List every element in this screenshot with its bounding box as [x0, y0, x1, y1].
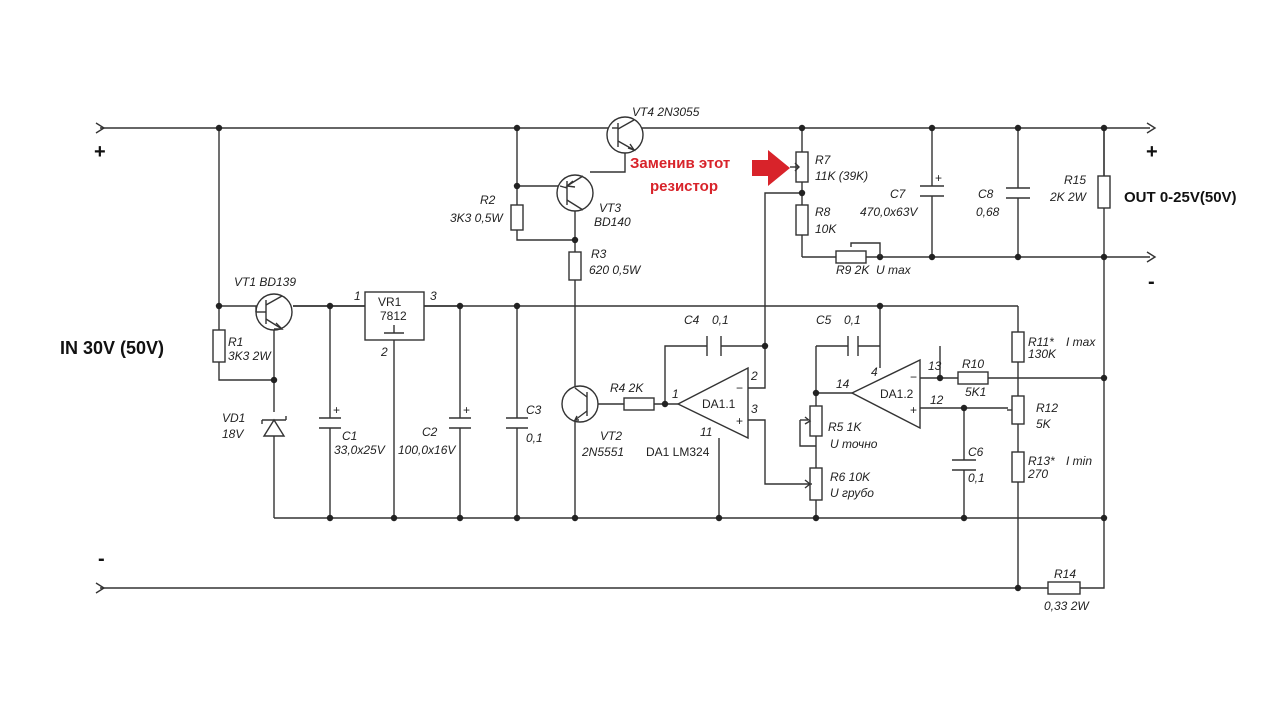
vr1-pin2: 2 — [380, 345, 388, 359]
vd1-value: 18V — [222, 427, 244, 441]
pin3-label: 3 — [751, 402, 758, 416]
r7-name: R7 — [815, 153, 832, 167]
vr1-type: 7812 — [380, 309, 407, 323]
c6-value: 0,1 — [968, 471, 985, 485]
vd1-zener — [261, 416, 287, 437]
r9-sub: U max — [876, 263, 912, 277]
vr1-pin1: 1 — [354, 289, 361, 303]
vr1-regulator — [364, 291, 425, 341]
svg-text:+: + — [333, 403, 340, 417]
r14-value: 0,33 2W — [1044, 599, 1090, 613]
c8-name: C8 — [978, 187, 994, 201]
in-plus-label: + — [94, 141, 106, 163]
da12-plus: + — [910, 403, 917, 417]
r6-label: R6 10K — [830, 470, 871, 484]
r3-value: 620 0,5W — [589, 263, 642, 277]
r7-value: 11K (39K) — [815, 169, 868, 183]
da11-minus: − — [736, 381, 743, 395]
r8-value: 10K — [815, 222, 837, 236]
pin2-label: 2 — [750, 369, 758, 383]
c2-name: C2 — [422, 425, 438, 439]
vt4-label: VT4 2N3055 — [632, 105, 700, 119]
pin13-label: 13 — [928, 359, 942, 373]
r8-name: R8 — [815, 205, 831, 219]
r3-name: R3 — [591, 247, 607, 261]
pin1-label: 1 — [672, 387, 679, 401]
in-minus-label: - — [98, 548, 105, 570]
r13-value: 270 — [1027, 467, 1048, 481]
r15-value: 2K 2W — [1049, 190, 1088, 204]
resistors — [212, 151, 1111, 595]
out-minus-label: - — [1148, 271, 1155, 293]
vr1-pin3: 3 — [430, 289, 437, 303]
c1-value: 33,0x25V — [334, 443, 386, 457]
r2-value: 3K3 0,5W — [450, 211, 504, 225]
vt2-type-label: 2N5551 — [581, 445, 624, 459]
pin14-label: 14 — [836, 377, 850, 391]
vd1-name: VD1 — [222, 411, 245, 425]
r5-sub: U точно — [830, 437, 878, 451]
c1-name: C1 — [342, 429, 357, 443]
out-plus-label: + — [1146, 141, 1158, 163]
c3-value: 0,1 — [526, 431, 543, 445]
r12-name: R12 — [1036, 401, 1058, 415]
da11-label: DA1.1 — [702, 397, 736, 411]
r1-value: 3K3 2W — [228, 349, 272, 363]
da12-label: DA1.2 — [880, 387, 914, 401]
r11-value: 130K — [1028, 347, 1057, 361]
c5-name: C5 — [816, 313, 832, 327]
r5-label: R5 1K — [828, 420, 862, 434]
pin12-label: 12 — [930, 393, 944, 407]
annotation-line2: резистор — [650, 178, 718, 195]
da12-minus: − — [910, 370, 917, 384]
c7-value: 470,0x63V — [860, 205, 918, 219]
red-arrow-icon — [752, 150, 790, 186]
r13-sub: I min — [1066, 454, 1092, 468]
vt1-label: VT1 BD139 — [234, 275, 296, 289]
c8-value: 0,68 — [976, 205, 1000, 219]
r14-name: R14 — [1054, 567, 1076, 581]
c2-value: 100,0x16V — [398, 443, 456, 457]
r4-label: R4 2K — [610, 381, 644, 395]
c6-name: C6 — [968, 445, 984, 459]
c3-name: C3 — [526, 403, 542, 417]
c4-name: C4 — [684, 313, 700, 327]
r6-sub: U грубо — [830, 486, 874, 500]
pin4-label: 4 — [871, 365, 878, 379]
c7-name: C7 — [890, 187, 907, 201]
r10-value: 5K1 — [965, 385, 986, 399]
r2-name: R2 — [480, 193, 496, 207]
svg-text:+: + — [935, 171, 942, 185]
vt3-label: VT3 — [599, 201, 621, 215]
r1-name: R1 — [228, 335, 243, 349]
vt3-transistor — [556, 174, 594, 212]
r10-name: R10 — [962, 357, 984, 371]
r11-sub: I max — [1066, 335, 1096, 349]
r9-label: R9 2K — [836, 263, 870, 277]
da11-plus: + — [736, 414, 743, 428]
r15-name: R15 — [1064, 173, 1086, 187]
annotation-line1: Заменив этот — [630, 155, 730, 172]
vt3-type-label: BD140 — [594, 215, 631, 229]
labels: + - + - IN 30V (50V) OUT 0-25V(50V) Заме… — [60, 105, 1237, 613]
vr1-name: VR1 — [378, 295, 402, 309]
r13-name: R13* — [1028, 454, 1055, 468]
opamps — [676, 358, 921, 440]
r12-value: 5K — [1036, 417, 1052, 431]
vt1-transistor — [255, 293, 293, 331]
vt2-label: VT2 — [600, 429, 622, 443]
vt2-transistor — [561, 385, 599, 423]
c5-value: 0,1 — [844, 313, 861, 327]
output-label: OUT 0-25V(50V) — [1124, 189, 1237, 206]
vt4-transistor — [606, 116, 644, 154]
svg-text:+: + — [463, 403, 470, 417]
junction-dots — [215, 124, 1108, 592]
capacitors: + + + — [319, 171, 1030, 471]
input-label: IN 30V (50V) — [60, 338, 164, 358]
pin11-label: 11 — [700, 425, 712, 439]
chip-label: DA1 LM324 — [646, 445, 710, 459]
r11-name: R11* — [1028, 335, 1054, 349]
c4-value: 0,1 — [712, 313, 729, 327]
